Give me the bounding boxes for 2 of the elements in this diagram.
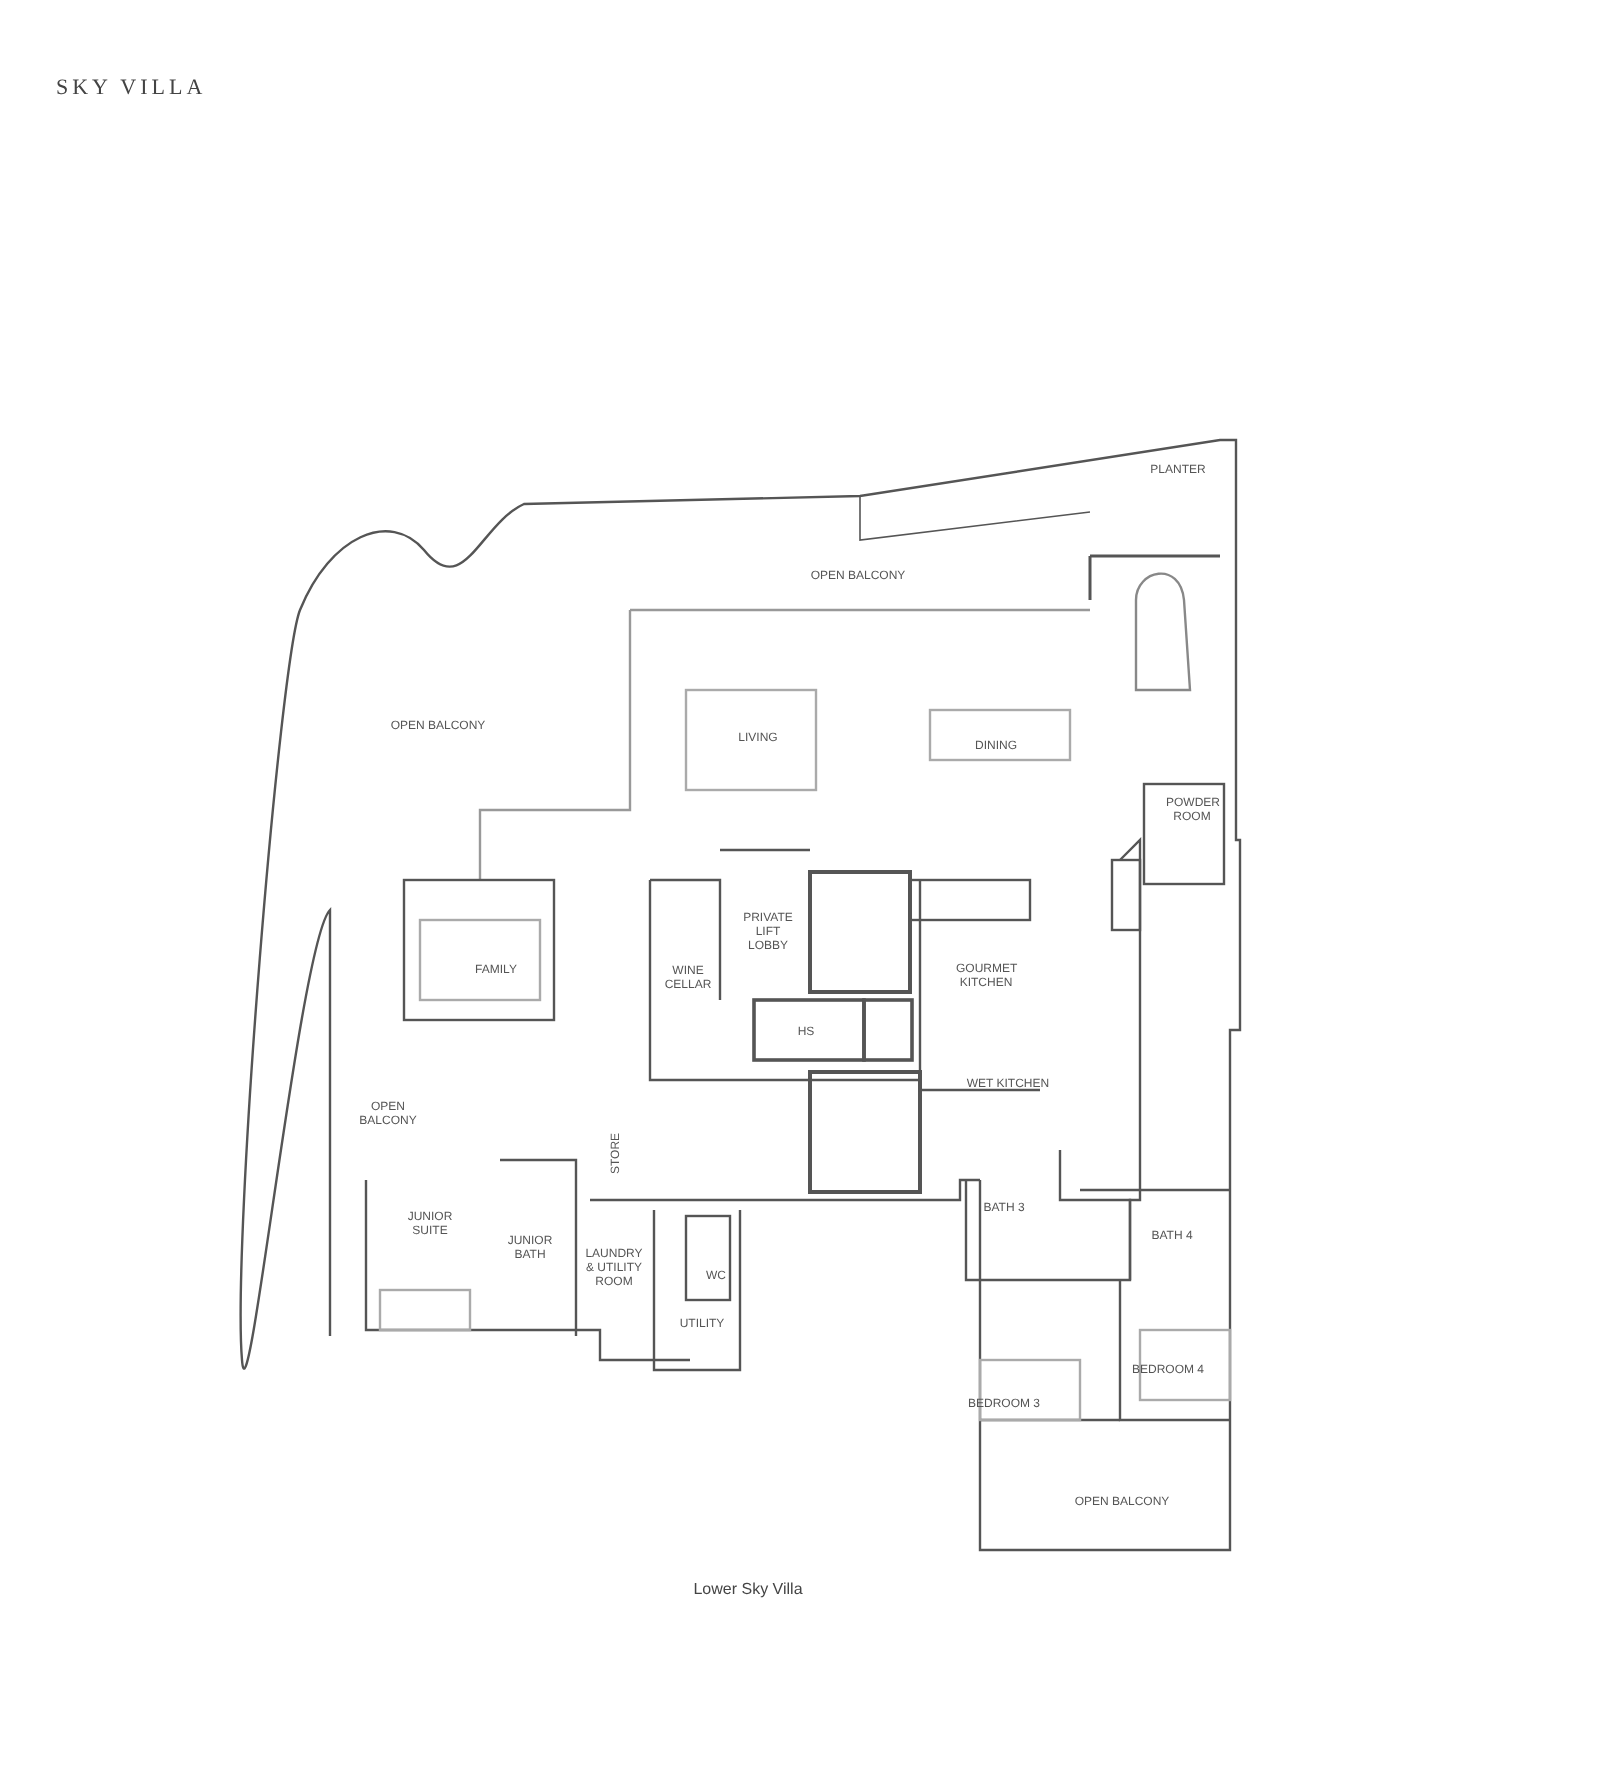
plan-caption: Lower Sky Villa: [693, 1580, 803, 1598]
page-title: SKY VILLA: [56, 76, 207, 100]
